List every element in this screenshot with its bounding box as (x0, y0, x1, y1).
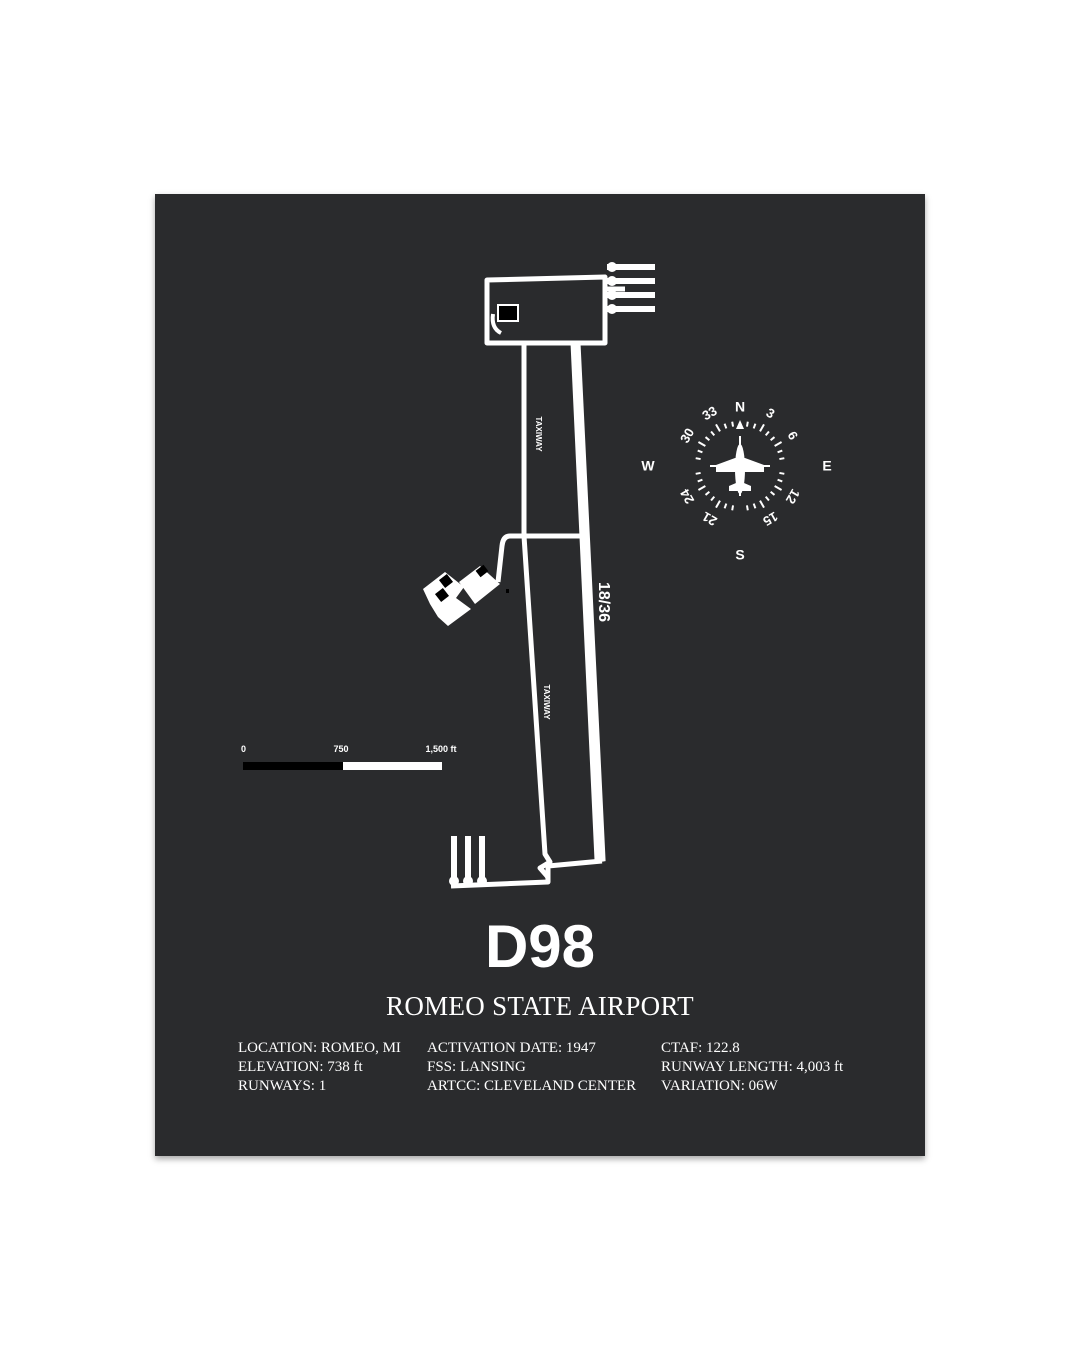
info-runways: RUNWAYS: 1 (238, 1078, 327, 1094)
info-fss: FSS: LANSING (427, 1059, 526, 1075)
taxiway-south-apron (450, 858, 603, 889)
compass-heading-6: 6 (785, 429, 802, 443)
taxiway-label-south: TAXIWAY (542, 684, 551, 720)
compass-heading-15: 15 (761, 509, 781, 529)
info-ctaf: CTAF: 122.8 (661, 1040, 740, 1056)
compass-e: E (822, 458, 831, 474)
compass-tick (752, 503, 757, 509)
compass-tick (731, 505, 735, 511)
north-tiedowns (607, 262, 655, 314)
compass-tick (779, 471, 785, 475)
compass-tick (697, 478, 703, 483)
compass-tick (695, 457, 701, 461)
compass-tick (715, 500, 721, 509)
airport-poster: TAXIWAY TAXIWAY 18/36 0 750 1,500 ft N E… (155, 194, 925, 1156)
compass-north-arrow-icon (736, 420, 744, 429)
compass-tick (723, 503, 728, 509)
north-hangar (497, 304, 519, 322)
airplane-icon (716, 444, 764, 494)
scale-label-0: 0 (241, 744, 246, 754)
compass-tick (764, 495, 770, 502)
compass-tick (759, 500, 765, 509)
info-column-2: ACTIVATION DATE: 1947 FSS: LANSING ARTCC… (427, 1039, 636, 1096)
compass-tick (779, 457, 785, 461)
info-variation: VARIATION: 06W (661, 1078, 778, 1094)
compass-tick (731, 421, 735, 427)
runway-label: 18/36 (595, 582, 612, 622)
airport-diagram: TAXIWAY TAXIWAY 18/36 0 750 1,500 ft N E… (241, 262, 832, 889)
compass-heading-30: 30 (677, 425, 697, 445)
compass-tick (769, 436, 776, 442)
compass-w: W (641, 458, 655, 474)
compass-tick (710, 430, 716, 437)
compass-heading-3: 3 (764, 405, 778, 422)
info-column-3: CTAF: 122.8 RUNWAY LENGTH: 4,003 ft VARI… (661, 1039, 843, 1096)
info-artcc: ARTCC: CLEVELAND CENTER (427, 1078, 637, 1094)
airport-code: D98 (484, 913, 596, 980)
taxiway-label-north: TAXIWAY (534, 416, 543, 452)
info-elevation: ELEVATION: 738 ft (238, 1059, 363, 1075)
taxiway-north-apron (484, 274, 608, 346)
taxiway-network (450, 274, 625, 889)
south-tiedowns (449, 836, 487, 886)
compass-tick (759, 423, 765, 432)
compass-tick (752, 423, 757, 429)
scale-label-1500: 1,500 ft (425, 744, 456, 754)
compass-tick (695, 471, 701, 475)
info-runway-length: RUNWAY LENGTH: 4,003 ft (661, 1059, 844, 1075)
info-column-1: LOCATION: ROMEO, MI ELEVATION: 738 ft RU… (238, 1039, 401, 1096)
compass-tick (764, 430, 770, 437)
compass-tick (704, 490, 711, 496)
compass-tick (715, 423, 721, 432)
taxiway-connector-west (495, 533, 511, 583)
info-activation-date: ACTIVATION DATE: 1947 (427, 1040, 596, 1056)
compass-tick (697, 441, 706, 447)
runway-centerline-36 (571, 343, 604, 861)
info-location: LOCATION: ROMEO, MI (238, 1040, 401, 1056)
compass-tick (774, 485, 783, 491)
compass-s: S (735, 547, 744, 563)
compass-tick (769, 490, 776, 496)
compass-tick (710, 495, 716, 502)
airport-name: ROMEO STATE AIRPORT (386, 991, 694, 1021)
compass-tick (777, 478, 783, 483)
compass-tick (777, 449, 783, 454)
scale-label-750: 750 (333, 744, 348, 754)
west-hangar-cluster (423, 564, 509, 626)
compass-tick (697, 449, 703, 454)
north-apron-curve (490, 313, 503, 335)
compass-heading-12: 12 (783, 487, 803, 507)
compass-n: N (735, 399, 745, 415)
scale-bar: 0 750 1,500 ft (241, 744, 457, 770)
compass-tick (697, 485, 706, 491)
compass-heading-33: 33 (699, 403, 719, 423)
compass-tick (745, 421, 749, 427)
compass-tick (723, 423, 728, 429)
compass-heading-21: 21 (699, 509, 719, 529)
compass-tick (774, 441, 783, 447)
compass-tick (745, 505, 749, 511)
compass-heading-24: 24 (677, 486, 698, 507)
compass-tick (704, 436, 711, 442)
